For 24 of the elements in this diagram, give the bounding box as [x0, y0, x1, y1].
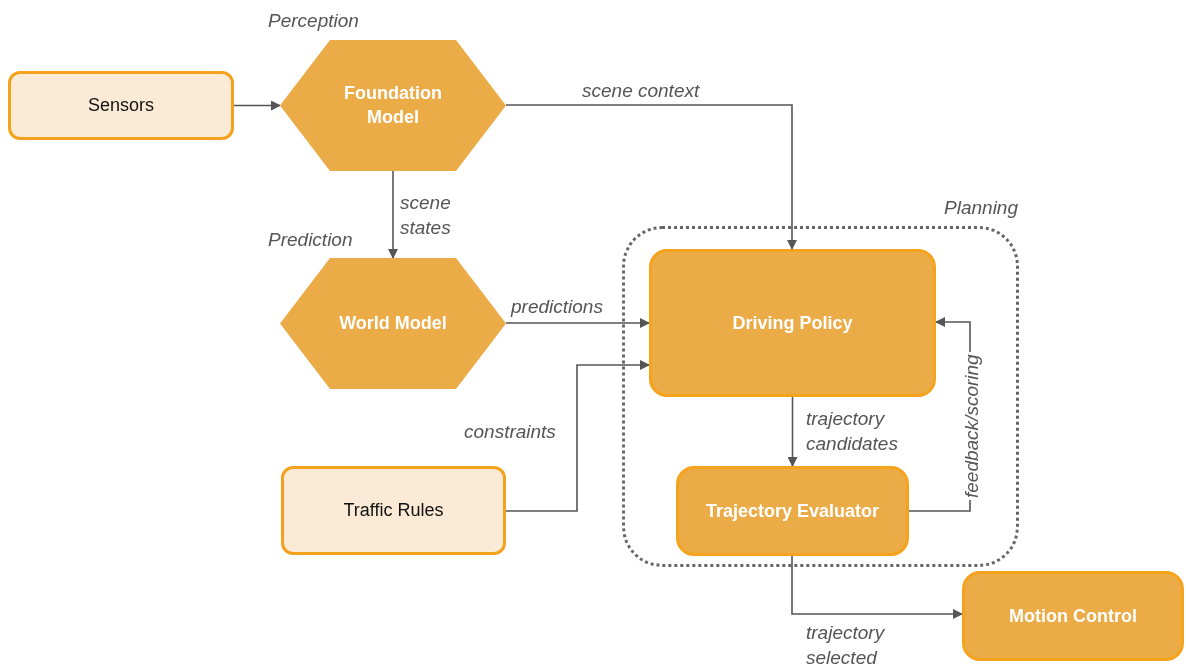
model-hexagon	[280, 40, 506, 171]
node-label: Traffic Rules	[343, 500, 444, 521]
group-heading: Planning	[944, 197, 1018, 219]
arrow	[505, 360, 650, 512]
node-label: World Model	[338, 311, 448, 335]
arrow	[233, 100, 281, 111]
process-box	[962, 571, 1184, 661]
arrow	[505, 104, 797, 250]
node-label: Motion Control	[1009, 605, 1137, 627]
node-label: Driving Policy	[732, 312, 853, 334]
input-box	[281, 466, 506, 555]
process-box	[676, 466, 909, 556]
stage-label: Perception	[268, 10, 359, 32]
node-label: Trajectory Evaluator	[705, 500, 880, 522]
process-box	[649, 249, 936, 397]
node-label: Sensors	[87, 95, 154, 116]
arrow	[505, 318, 650, 328]
model-hexagon	[280, 258, 506, 389]
node-label: Foundation Model	[343, 82, 443, 129]
input-box	[8, 71, 234, 140]
arrow	[388, 170, 398, 259]
stage-label: Prediction	[268, 229, 353, 251]
arrow	[791, 555, 963, 619]
arrow	[787, 396, 798, 467]
